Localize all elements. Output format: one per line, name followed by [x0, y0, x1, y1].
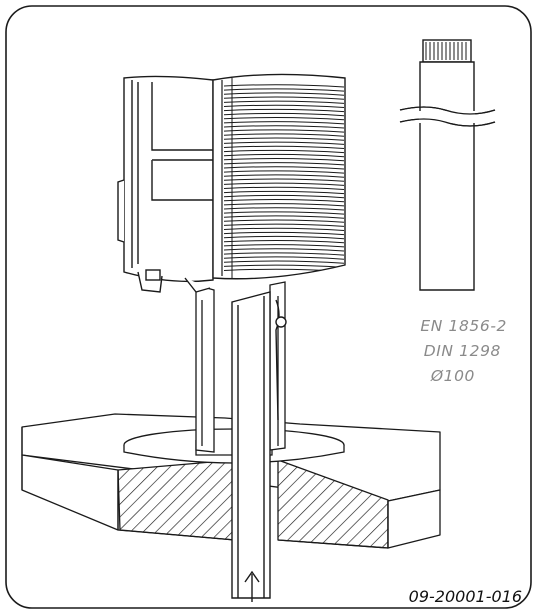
drum-rib — [223, 231, 345, 236]
drum-rib — [223, 174, 345, 178]
drum-rib — [223, 252, 345, 256]
pipe-cutaway — [231, 291, 287, 599]
drum-rib — [223, 153, 345, 158]
drum-rib — [223, 121, 345, 125]
up-arrow-icon — [244, 570, 260, 602]
drum-rib — [223, 264, 345, 268]
drum-rib — [223, 158, 345, 162]
drum-rib — [223, 244, 345, 248]
drum-rib — [223, 88, 345, 92]
drum-rib — [223, 92, 345, 96]
drum-rib — [223, 141, 345, 145]
pipe-detail — [399, 39, 496, 291]
drum-rib — [223, 194, 345, 199]
drum-rib — [223, 166, 345, 170]
drum-rib — [223, 219, 345, 223]
drum-rib — [223, 186, 345, 190]
drum-rib — [223, 199, 345, 203]
drum-rib — [223, 137, 345, 141]
drum-rib — [223, 125, 345, 129]
drum-rib — [223, 260, 345, 264]
drum-rib — [223, 203, 345, 207]
drum-rib — [223, 240, 345, 244]
drum-rib — [223, 178, 345, 182]
drum-rib — [223, 235, 345, 240]
drum-rib — [223, 215, 345, 219]
drum-rib — [223, 227, 345, 231]
drum-rib — [223, 145, 345, 149]
roof-slab — [21, 413, 441, 549]
drum-rib — [223, 108, 345, 113]
drum-rib — [223, 223, 345, 227]
drum-rib — [223, 133, 345, 137]
drum-rib — [223, 207, 345, 211]
drum-rib — [223, 117, 345, 121]
fan-housing-left — [117, 75, 214, 293]
drum-rib — [223, 248, 345, 252]
drum-rib — [223, 104, 345, 108]
pipe-standard-en: EN 1856-2 — [420, 317, 507, 335]
drum-rib — [223, 211, 345, 215]
pipe-standard-din: DIN 1298 — [424, 342, 501, 360]
drum-rib — [223, 96, 345, 100]
drum-rib — [223, 256, 345, 260]
slab-section-hatched — [117, 459, 236, 541]
drum-rib — [223, 129, 345, 133]
frame-border — [5, 5, 532, 609]
drum-rib — [223, 149, 345, 154]
drum-rib — [223, 112, 345, 117]
drum-rib — [223, 190, 345, 195]
drum-rib — [223, 182, 345, 186]
drawing-number: 09-20001-016 — [409, 587, 522, 606]
fan-drum — [212, 73, 346, 280]
drum-rib — [223, 170, 345, 174]
pipe-diameter: Ø100 — [430, 367, 475, 385]
drum-rib — [223, 162, 345, 166]
drum-rib — [223, 84, 345, 88]
drum-rib — [223, 100, 345, 104]
